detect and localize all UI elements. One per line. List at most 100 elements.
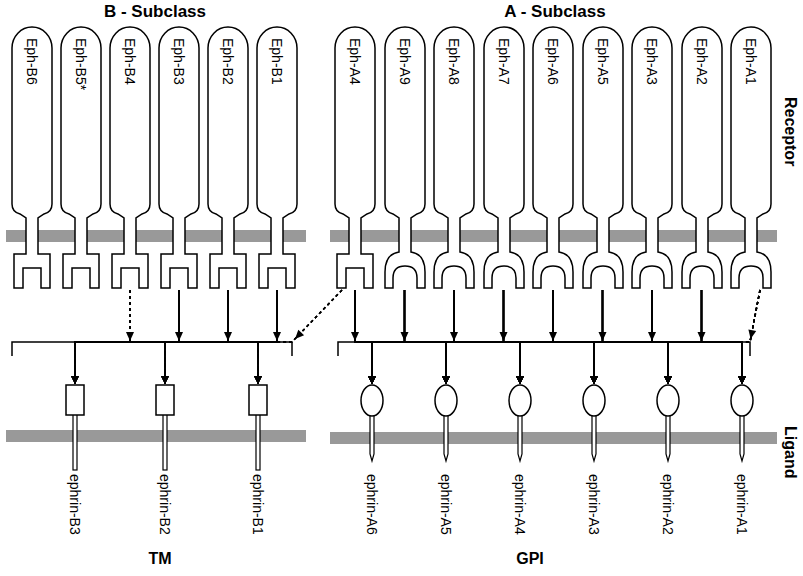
- ligand-head: [156, 385, 174, 415]
- binding-arrow: [355, 290, 372, 384]
- receptor-name: Eph-B4: [122, 38, 138, 85]
- receptor-shape: Eph-B1: [255, 26, 299, 290]
- receptor-body: [583, 27, 623, 288]
- binding-arrow: [652, 290, 668, 384]
- receptor-name: Eph-B6: [24, 38, 40, 85]
- receptor-shape: Eph-A1: [729, 26, 773, 290]
- binding-arrow: [446, 290, 652, 384]
- receptor-body: [12, 27, 52, 288]
- binding-arrow: [454, 290, 520, 384]
- binding-arrow: [258, 290, 277, 384]
- ligand-name: ephrin-A6: [364, 474, 380, 535]
- ligand-shape: ephrin-B1: [243, 384, 273, 539]
- binding-arrow: [454, 290, 742, 384]
- binding-arrow: [355, 290, 446, 384]
- receptor-shape: Eph-B2: [206, 26, 250, 290]
- binding-arrow: [520, 290, 760, 384]
- label-anchor: Receptor: [799, 97, 803, 115]
- binding-arrow: [165, 290, 228, 384]
- binding-arrow: [446, 290, 603, 384]
- binding-arrow: [504, 290, 595, 384]
- receptor-shape: Eph-A7: [482, 26, 526, 290]
- binding-arrow: [355, 290, 594, 384]
- binding-arrow: [165, 290, 179, 384]
- ligand-outline: [243, 384, 273, 474]
- binding-arrow: [668, 290, 760, 384]
- receptor-name: Eph-B1: [269, 38, 285, 85]
- label-anchor: B - Subclass: [40, 2, 270, 22]
- ligand-name: ephrin-B1: [250, 474, 266, 535]
- binding-arrow: [702, 290, 743, 384]
- binding-arrow: [446, 290, 454, 384]
- ligand-outline: [579, 384, 609, 474]
- binding-arrow: [594, 290, 652, 384]
- ligand-stalk: [163, 414, 167, 470]
- ligand-head: [657, 385, 679, 416]
- binding-arrow: [75, 290, 130, 384]
- receptor-shape: Eph-A5: [581, 26, 625, 290]
- receptor-shape: Eph-A4: [333, 26, 377, 290]
- receptor-name: Eph-A8: [446, 38, 462, 85]
- receptor-body: [208, 27, 248, 288]
- ligand-head: [731, 385, 753, 416]
- receptor-body: [110, 27, 150, 288]
- ligand-stalk: [73, 414, 77, 470]
- binding-arrow: [372, 290, 405, 384]
- ligand-head: [583, 385, 605, 416]
- ligand-shape: ephrin-B2: [150, 384, 180, 539]
- receptor-body: [632, 27, 672, 288]
- receptor-shape: Eph-B5*: [59, 26, 103, 290]
- bracket-arrowheads: [126, 329, 756, 341]
- gpi-anchor: [592, 414, 596, 461]
- gpi-anchor: [666, 414, 670, 461]
- receptor-name: Eph-A6: [545, 38, 561, 85]
- ligand-shape: ephrin-A3: [579, 384, 609, 539]
- binding-arrow: [504, 290, 743, 384]
- binding-arrow: [405, 290, 743, 384]
- ligand-name: ephrin-A4: [512, 474, 528, 535]
- ligand-membrane: [330, 432, 777, 444]
- gpi-anchor: [518, 414, 522, 461]
- ligand-stalk: [256, 414, 260, 470]
- receptor-shape: Eph-B3: [157, 26, 201, 290]
- ligand-head: [249, 385, 267, 415]
- binding-arrow: [603, 290, 669, 384]
- receptor-membrane: [6, 230, 306, 242]
- binding-arrow: [372, 290, 454, 384]
- binding-arrow: [355, 290, 668, 384]
- binding-arrow: [75, 290, 277, 384]
- ligand-outline: [357, 384, 387, 474]
- binding-arrow: [446, 290, 504, 384]
- binding-arrow: [75, 290, 228, 384]
- receptor-shape: Eph-B4: [108, 26, 152, 290]
- binding-arrow: [228, 290, 258, 384]
- gpi-anchor: [370, 414, 374, 461]
- ligand-head: [66, 385, 84, 415]
- receptor-shape: Eph-A6: [531, 26, 575, 290]
- binding-arrow: [446, 290, 553, 384]
- binding-arrow: [75, 290, 179, 384]
- receptor-body: [434, 27, 474, 288]
- receptor-body: [484, 27, 524, 288]
- group-label: GPI: [470, 549, 590, 569]
- ligand-shape: ephrin-A1: [727, 384, 757, 539]
- group-label: TM: [100, 549, 220, 569]
- binding-arrow: [742, 290, 760, 384]
- receptor-shape: Eph-A9: [383, 26, 427, 290]
- receptor-body: [533, 27, 573, 288]
- ligand-shape: ephrin-A2: [653, 384, 683, 539]
- label-anchor: A - Subclass: [440, 2, 670, 22]
- ligand-outline: [727, 384, 757, 474]
- ligand-shape: ephrin-A6: [357, 384, 387, 539]
- receptor-body: [385, 27, 425, 288]
- receptor-shape: Eph-A2: [680, 26, 724, 290]
- ligand-outline: [431, 384, 461, 474]
- ligand-name: ephrin-A1: [734, 474, 750, 535]
- ligand-outline: [60, 384, 90, 474]
- binding-arrow: [520, 290, 603, 384]
- binding-arrow: [372, 290, 652, 384]
- binding-arrow: [372, 290, 603, 384]
- binding-arrow: [355, 290, 742, 384]
- binding-arrow: [504, 290, 669, 384]
